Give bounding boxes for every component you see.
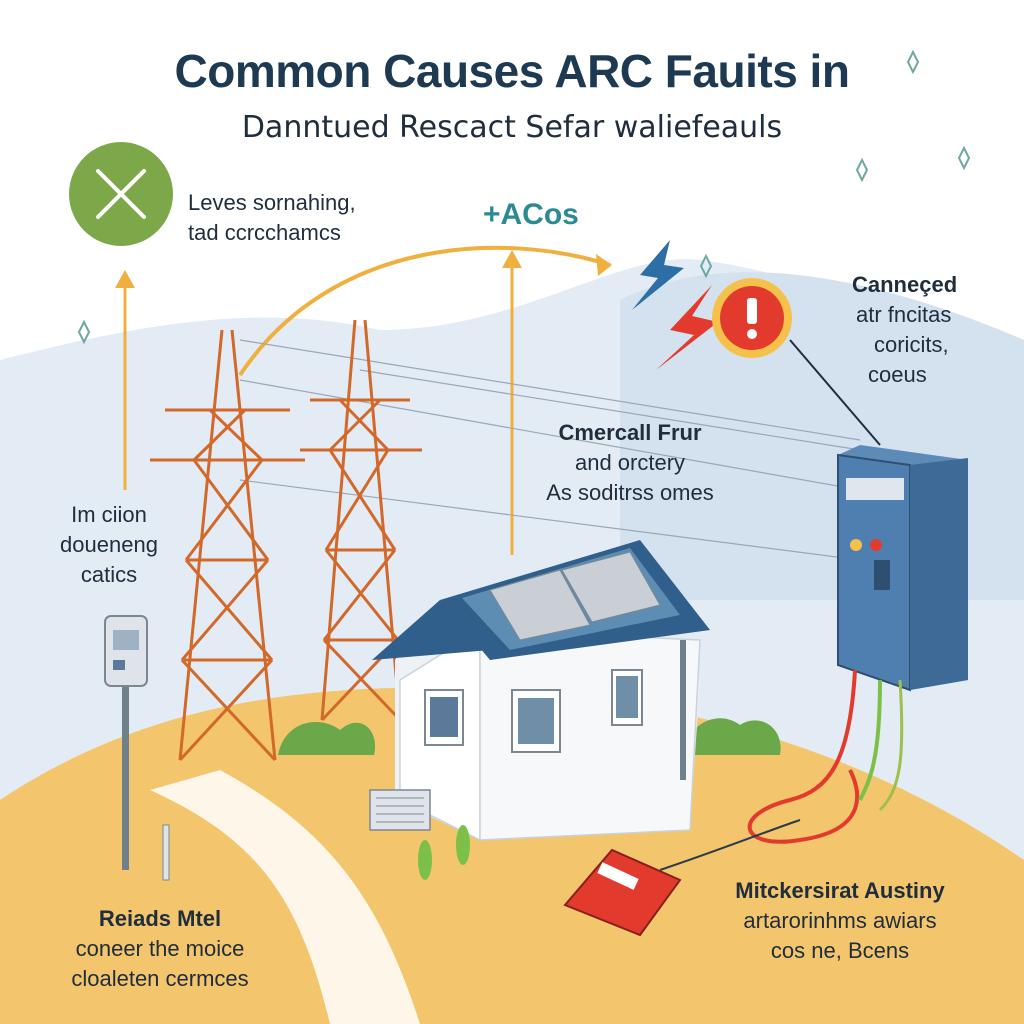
lightning-icon [656, 285, 718, 370]
callout-right-line3: coeus [868, 362, 927, 387]
callout-top-left: Leves sornahing, tad ccrcchamcs [188, 188, 356, 248]
callout-bottom-left-line2: cloaleten cermces [71, 966, 249, 991]
callout-bottom-left-heading: Reiads Mtel [98, 906, 222, 931]
bush-right [680, 718, 781, 755]
callout-top-left-line1: Leves sornahing, [188, 190, 356, 215]
green-cable [878, 679, 904, 812]
callout-center-line1: and orctery [574, 450, 686, 475]
callout-left-line3: catics [80, 562, 138, 587]
power-lines [239, 339, 861, 561]
arc-arrow [238, 245, 611, 377]
callout-right: Canneçed atr fncitas coricits, coeus [852, 270, 957, 390]
callout-right-heading: Canneçed [852, 272, 958, 297]
transmission-tower-left [150, 329, 305, 762]
lightning-icon [632, 240, 684, 310]
cross-icon [96, 169, 146, 219]
sparkle-icon [77, 49, 971, 345]
alert-icon [747, 298, 757, 339]
device-wire [659, 819, 801, 871]
electric-meter [104, 615, 148, 870]
callout-center-heading: Cmercall Frur [558, 420, 702, 445]
stake [162, 824, 170, 881]
callout-bottom-left: Reiads Mtel coneer the moice cloaleten c… [40, 904, 280, 994]
callout-left: Im ciion doueneng catics [24, 500, 194, 590]
callout-left-line1: Im ciion [71, 502, 147, 527]
callout-bottom-right: Mitckersirat Austiny artarorinhms awiars… [715, 876, 965, 966]
callout-bottom-right-heading: Mitckersirat Austiny [735, 878, 945, 903]
callout-right-line2: coricits, [874, 332, 949, 357]
road [150, 770, 420, 1024]
arc-arrow-head [596, 254, 612, 276]
arcs-label: +ACos [483, 198, 579, 231]
ground-hill [0, 687, 1024, 1024]
page-subtitle: Danntued Rescact Sefar waliefeauls [241, 110, 783, 145]
callout-bottom-right-line1: artarorinhms awiars [743, 908, 937, 933]
green-cable [858, 679, 882, 801]
callout-left-line2: doueneng [60, 532, 158, 557]
page-title: Common Causes ARC Fauits in [174, 45, 850, 97]
callout-center-line2: As soditrss omes [546, 480, 714, 505]
callout-center: Cmercall Frur and orctery As soditrss om… [520, 418, 740, 508]
alert-connector [789, 339, 881, 446]
red-device [563, 848, 682, 937]
plant [418, 825, 470, 880]
callout-right-line1: atr fncitas [856, 302, 952, 327]
callout-bottom-left-line1: coneer the moice [75, 936, 245, 961]
solar-panel [489, 551, 661, 641]
electrical-panel [837, 445, 968, 692]
bush-left [278, 722, 376, 755]
center-arrow-head [502, 250, 522, 268]
house [369, 540, 710, 842]
red-cable [747, 669, 860, 844]
left-arrow-head [115, 270, 135, 288]
callout-top-left-line2: tad ccrcchamcs [188, 220, 341, 245]
callout-bottom-right-line2: cos ne, Bcens [770, 938, 910, 963]
